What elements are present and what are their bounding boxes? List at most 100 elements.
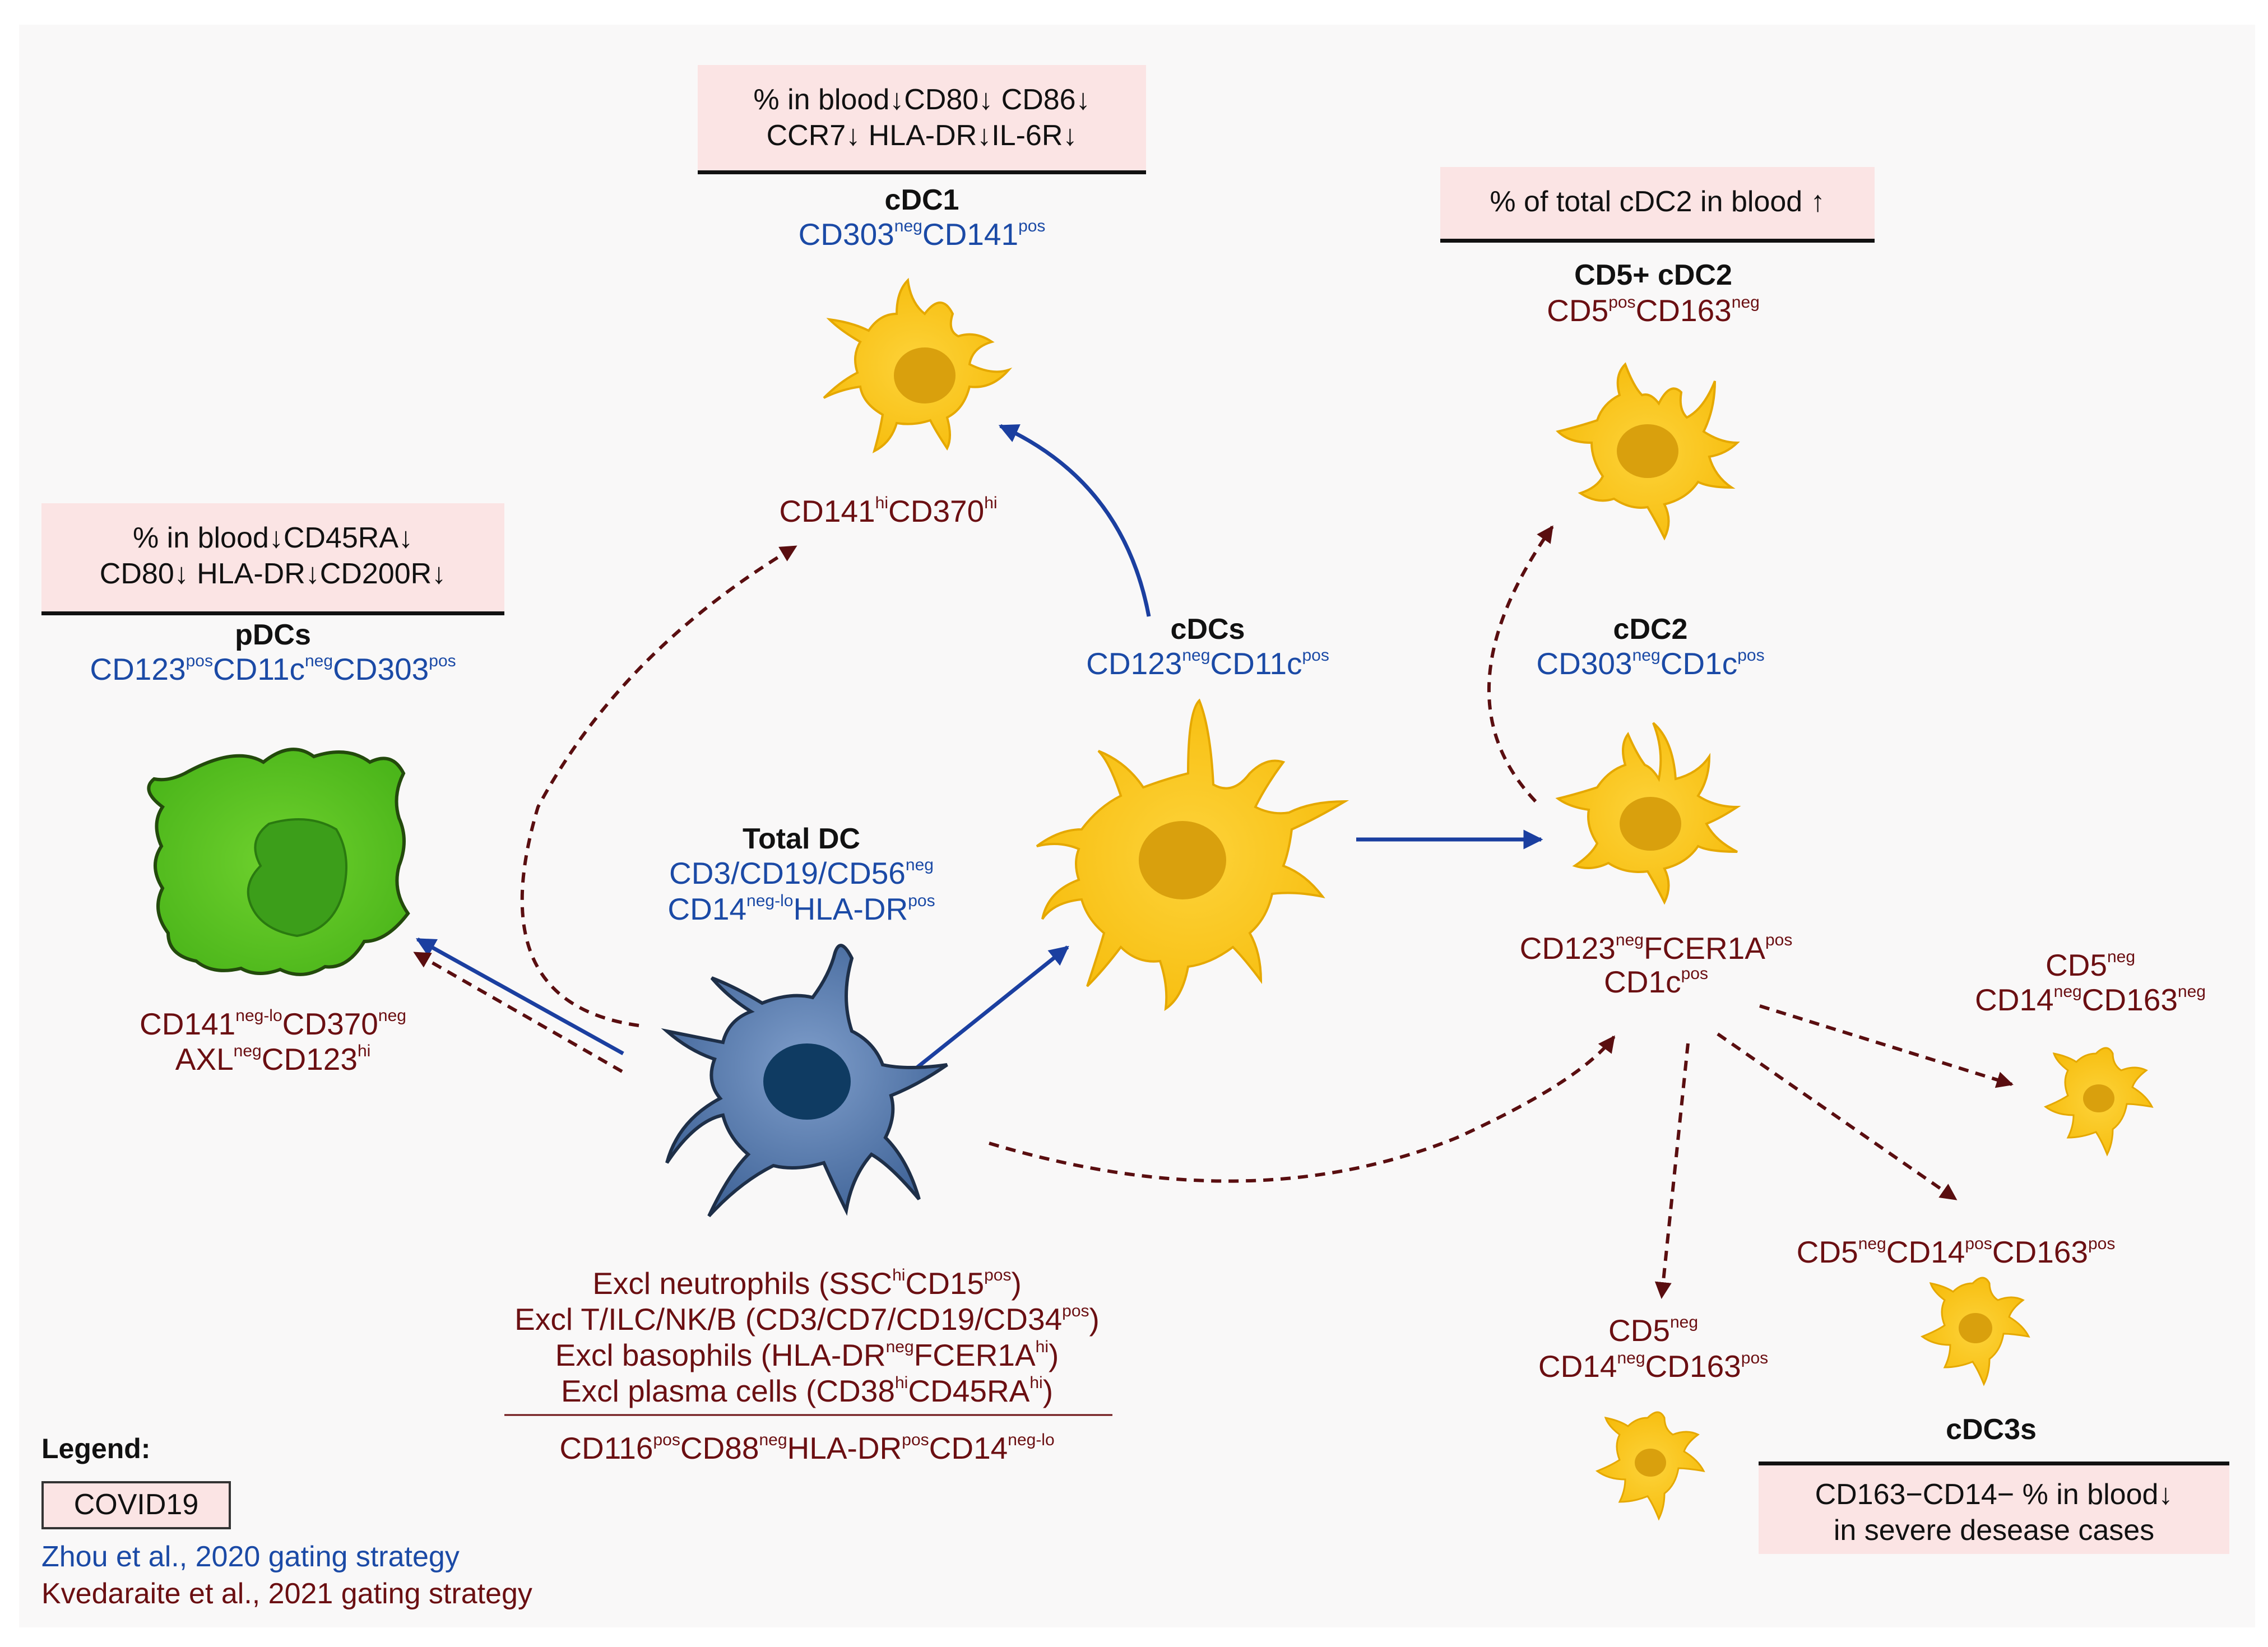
marker-expression: pos (1302, 646, 1329, 665)
marker-expression: pos (1741, 1349, 1769, 1367)
marker-expression: neg (2177, 982, 2206, 1001)
marker-expression: neg (2107, 948, 2136, 966)
cdc3c-cell-icon (1595, 1411, 1705, 1521)
marker-expression: pos (984, 1266, 1012, 1284)
cdc3b-cell-icon (1920, 1277, 2030, 1386)
marker-base: Excl neutrophils (SSC (592, 1266, 893, 1301)
marker-expression: pos (908, 892, 935, 910)
pdcs-markers-red-1: CD141neg-loCD370neg (140, 1006, 406, 1042)
marker-base: CD5 (2045, 948, 2107, 982)
marker-expression: pos (1608, 293, 1636, 312)
cdcs-title: cDCs (1170, 613, 1245, 646)
marker-expression: neg (759, 1431, 787, 1449)
marker-expression: neg-lo (235, 1006, 282, 1025)
cdc1-cell-icon (823, 277, 1013, 453)
marker-base: Excl plasma cells (CD38 (560, 1374, 895, 1408)
marker-base: Excl T/ILC/NK/B (CD3/CD7/CD19/CD34 (514, 1302, 1063, 1337)
cdc1-title: cDC1 (884, 184, 959, 216)
marker-expression: neg (1858, 1235, 1886, 1253)
marker-expression: hi (1035, 1338, 1049, 1356)
marker-expression: neg-lo (1008, 1431, 1055, 1449)
marker-base: CD5 (1608, 1313, 1670, 1348)
total-dc-title: Total DC (743, 823, 860, 855)
pdc-box-line2: CD80↓ HLA-DR↓CD200R↓ (99, 558, 447, 590)
total-dc-markers-blue-1: CD3/CD19/CD56neg (669, 855, 934, 891)
cdc2-cell-icon (1555, 722, 1741, 905)
marker-base: CD1c (1604, 964, 1681, 999)
marker-base: CD163 (1645, 1349, 1741, 1384)
marker-expression: pos (1765, 931, 1793, 949)
marker-base: CD303 (1536, 646, 1632, 681)
marker-base: CD123 (1086, 646, 1182, 681)
marker-expression: hi (357, 1042, 371, 1060)
marker-base: ) (1011, 1266, 1022, 1301)
cdc3a-markers-2: CD14negCD163neg (1975, 982, 2206, 1018)
cdc3c-markers-1: CD5neg (1608, 1312, 1698, 1348)
legend-covid-box: COVID19 (41, 1481, 231, 1529)
marker-base: CD116 (559, 1431, 653, 1465)
marker-expression: hi (892, 1266, 906, 1284)
marker-expression: pos (2088, 1235, 2116, 1253)
legend-title: Legend: (41, 1433, 151, 1464)
marker-base: ) (1089, 1302, 1100, 1337)
cdc2-markers-blue: CD303negCD1cpos (1536, 646, 1764, 681)
arrow-cdc2-to-cd5-red (1487, 525, 1554, 803)
marker-base: CD163 (1635, 293, 1732, 328)
marker-expression: neg (1615, 931, 1644, 949)
arrow-total-to-pdc-red (413, 951, 623, 1073)
arrow-total-to-cdc2-red (989, 1035, 1616, 1183)
total-dc-markers-blue-2: CD14neg-loHLA-DRpos (667, 891, 935, 927)
marker-expression: hi (875, 494, 888, 512)
marker-base: CD3/CD19/CD56 (669, 856, 906, 890)
arrow-total-to-cdcs-blue (903, 945, 1069, 1079)
cdc1-markers-blue: CD303negCD141pos (799, 216, 1046, 252)
marker-base: CD303 (798, 217, 894, 252)
marker-base: ) (1049, 1338, 1059, 1372)
marker-base: Excl basophils (HLA-DR (555, 1338, 886, 1372)
cdc1-box-line1: % in blood↓CD80↓ CD86↓ (753, 83, 1091, 116)
marker-base: HLA-DR (793, 892, 908, 926)
marker-base: AXL (175, 1042, 234, 1077)
marker-expression: pos (429, 652, 456, 670)
arrow-cdc2-to-cdc3a-red (1759, 1004, 2014, 1088)
marker-expression: neg (1617, 1349, 1645, 1367)
marker-base: CD14 (929, 1431, 1008, 1465)
arrow-total-to-pdc-blue (415, 937, 624, 1056)
marker-base: CD123 (1519, 931, 1616, 966)
marker-expression: neg (1182, 646, 1210, 665)
cd5-cdc2-cell-icon (1556, 362, 1740, 541)
marker-base: CD370 (282, 1006, 378, 1041)
legend-covid-label: COVID19 (73, 1488, 199, 1521)
arrow-cdc2-to-cdc3c-red (1654, 1043, 1690, 1299)
total-dc-cell-icon (661, 944, 948, 1218)
cdc2-title: cDC2 (1613, 613, 1688, 646)
marker-base: CD15 (905, 1266, 985, 1301)
marker-expression: pos (185, 652, 213, 670)
marker-base: CD14 (667, 892, 747, 926)
marker-base: CD45RA (908, 1374, 1030, 1408)
cd5-box-line1: % of total cDC2 in blood ↑ (1490, 185, 1825, 218)
marker-expression: pos (1681, 964, 1708, 983)
pdcs-title: pDCs (235, 619, 311, 651)
cdc3a-markers-1: CD5neg (2046, 947, 2135, 983)
marker-expression: pos (1965, 1235, 1992, 1253)
marker-expression: neg (378, 1006, 406, 1025)
cdc2-markers-red-1: CD123negFCER1Apos (1520, 930, 1793, 966)
marker-expression: pos (1737, 646, 1765, 665)
marker-base: CD163 (2081, 982, 2178, 1017)
pdcs-markers-blue: CD123posCD11cnegCD303pos (90, 651, 456, 687)
cdc2-markers-red-2: CD1cpos (1604, 964, 1708, 1000)
exclusion-plasma-cells: Excl plasma cells (CD38hiCD45RAhi) (561, 1373, 1053, 1409)
arrow-cdcs-to-cdc1-blue (998, 424, 1151, 617)
marker-base: HLA-DR (787, 1431, 902, 1465)
marker-expression: neg (1669, 1313, 1699, 1331)
marker-base: CD14 (1538, 1349, 1617, 1384)
marker-base: CD14 (1975, 982, 2054, 1017)
arrow-cdc2-to-cdc3b-red (1717, 1032, 1958, 1201)
marker-expression: hi (1029, 1374, 1043, 1392)
cd5-cdc2-title: CD5+ cDC2 (1574, 259, 1732, 291)
marker-expression: neg (1632, 646, 1661, 665)
marker-base: CD141 (922, 217, 1019, 252)
pdc-box-line1: % in blood↓CD45RA↓ (132, 522, 414, 554)
